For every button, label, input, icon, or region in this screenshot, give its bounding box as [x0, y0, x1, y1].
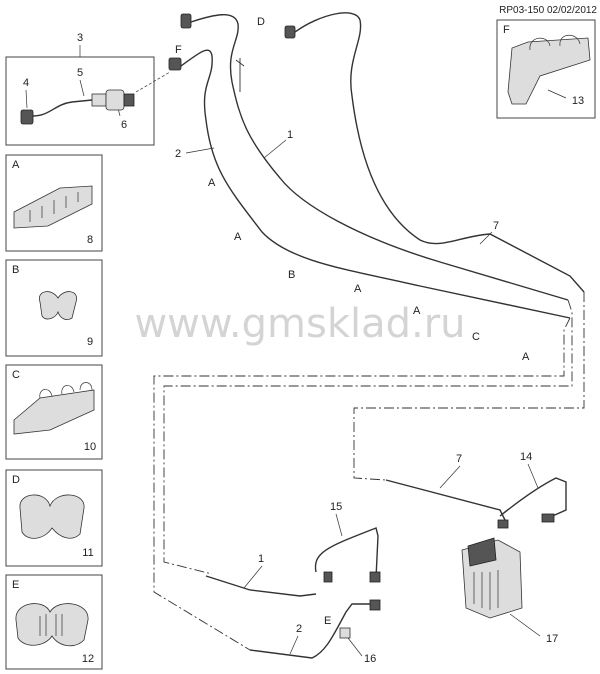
- clip-marker-a3: A: [354, 283, 362, 295]
- inset-f-letter: F: [503, 24, 510, 36]
- fitting-5: [91, 93, 107, 107]
- callout-6: 6: [121, 119, 127, 131]
- connector-d-right: [284, 25, 296, 39]
- clip-marker-a5: A: [522, 351, 530, 363]
- inset-e: E 12: [5, 574, 103, 670]
- clip-9: [38, 291, 78, 320]
- inset-b-letter: B: [12, 264, 19, 276]
- clip-marker-a1: A: [208, 177, 216, 189]
- watermark: www.gmsklad.ru: [134, 301, 465, 347]
- valve-6: [105, 89, 125, 111]
- inset-c: C 10: [5, 364, 103, 460]
- callout-1-top: 1: [287, 129, 293, 141]
- callout-2-low: 2: [296, 623, 302, 635]
- callout-3: 3: [77, 32, 83, 44]
- inset-a: A 8: [5, 154, 103, 252]
- callout-16: 16: [364, 653, 376, 665]
- callout-11: 11: [82, 547, 93, 559]
- clip-16-part: [339, 627, 351, 639]
- clip-marker-e: E: [324, 615, 331, 627]
- callout-2-top: 2: [175, 148, 181, 160]
- connector-d-left: [180, 13, 192, 29]
- clip-marker-a2: A: [234, 231, 242, 243]
- inset-c-letter: C: [12, 369, 20, 381]
- callout-9: 9: [87, 336, 93, 348]
- callout-15: 15: [330, 501, 342, 513]
- connector-f: [168, 57, 182, 71]
- inset-d: D 11: [5, 469, 103, 567]
- callout-10: 10: [84, 441, 96, 453]
- callout-14: 14: [520, 451, 532, 463]
- clip-8: [13, 185, 93, 229]
- clip-marker-b1: B: [288, 269, 295, 281]
- callout-1-low: 1: [258, 553, 264, 565]
- callout-4: 4: [23, 77, 29, 89]
- callout-7-low: 7: [456, 453, 462, 465]
- inset-a-letter: A: [12, 159, 20, 171]
- callout-5: 5: [77, 67, 83, 79]
- callout-13: 13: [572, 95, 584, 107]
- connector-4: [20, 109, 34, 125]
- clip-marker-a4: A: [413, 305, 421, 317]
- clip-12: [15, 603, 89, 647]
- inset-d-letter: D: [12, 474, 20, 486]
- callout-7-top: 7: [493, 220, 499, 232]
- continuation-lines: [153, 292, 585, 651]
- header-code: RP03-150 02/02/2012: [499, 5, 597, 16]
- clip-13: [507, 37, 591, 105]
- group-box-3: 3 4 5 6: [5, 32, 171, 146]
- inset-b: B 9: [5, 259, 103, 357]
- upper-pipes: D F 1 2 7 A A B A A C A: [168, 12, 585, 363]
- clip-marker-d: D: [257, 16, 265, 28]
- inset-f: F 13: [496, 19, 596, 119]
- clip-marker-f: F: [175, 44, 182, 56]
- inset-e-letter: E: [12, 579, 19, 591]
- callout-17: 17: [546, 633, 558, 645]
- callout-12: 12: [82, 653, 94, 665]
- callout-8: 8: [87, 234, 93, 246]
- clip-marker-c1: C: [472, 331, 480, 343]
- lower-pipes: 7 14 15 1 2 E 16 17: [205, 451, 567, 665]
- clip-11: [19, 494, 85, 539]
